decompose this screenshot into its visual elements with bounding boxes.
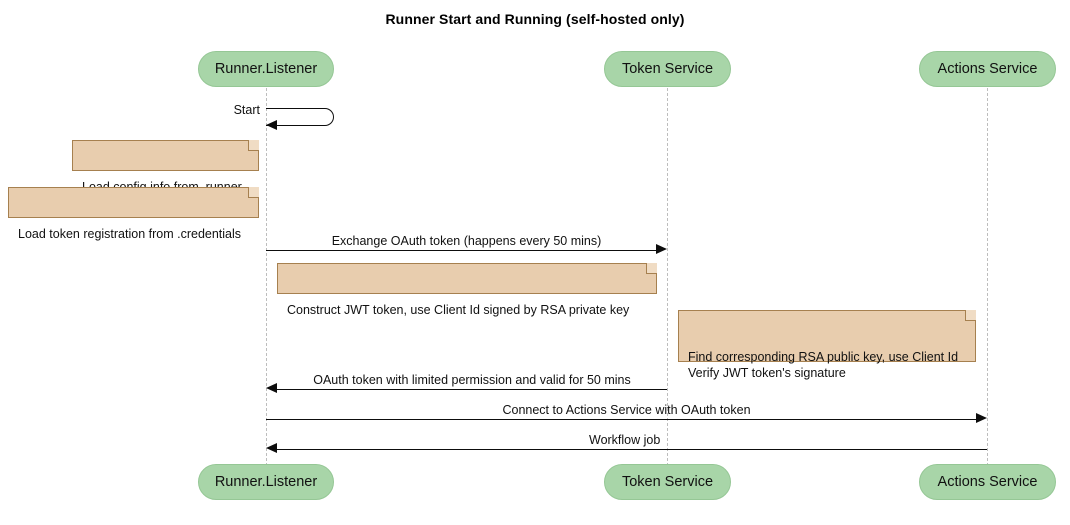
participant-runner-listener-top[interactable]: Runner.Listener	[198, 51, 334, 87]
participant-actions-service-bottom[interactable]: Actions Service	[919, 464, 1056, 500]
note-load-config: Load config info from .runner	[72, 140, 259, 194]
participant-label: Token Service	[621, 474, 714, 490]
participant-label: Actions Service	[937, 61, 1038, 77]
arrowhead-workflow-job	[266, 443, 277, 453]
note-fold-corner-icon	[646, 263, 657, 274]
arrowhead-start	[266, 120, 277, 130]
lifeline-actions-service	[987, 88, 988, 466]
participant-runner-listener-bottom[interactable]: Runner.Listener	[198, 464, 334, 500]
note-construct-jwt: Construct JWT token, use Client Id signe…	[277, 263, 657, 317]
message-label-workflow-job: Workflow job	[589, 433, 661, 447]
lifeline-runner-listener	[266, 88, 267, 466]
message-label-oauth-return: OAuth token with limited permission and …	[313, 373, 631, 387]
note-text: Find corresponding RSA public key, use C…	[688, 350, 959, 380]
participant-label: Runner.Listener	[214, 61, 318, 77]
message-line-exchange-oauth[interactable]	[266, 250, 656, 251]
note-fold-corner-icon	[248, 140, 259, 151]
note-fold-corner-icon	[965, 310, 976, 321]
note-fold-corner-icon	[248, 187, 259, 198]
participant-label: Token Service	[621, 61, 714, 77]
arrowhead-exchange-oauth	[656, 244, 667, 254]
message-line-oauth-return[interactable]	[277, 389, 667, 390]
participant-label: Actions Service	[937, 474, 1038, 490]
message-line-workflow-job[interactable]	[277, 449, 987, 450]
lifeline-token-service	[667, 88, 668, 466]
note-verify-jwt: Find corresponding RSA public key, use C…	[678, 310, 976, 380]
participant-token-service-bottom[interactable]: Token Service	[604, 464, 731, 500]
participant-actions-service-top[interactable]: Actions Service	[919, 51, 1056, 87]
arrowhead-connect-actions	[976, 413, 987, 423]
note-text: Construct JWT token, use Client Id signe…	[287, 303, 630, 317]
message-label-exchange-oauth: Exchange OAuth token (happens every 50 m…	[331, 234, 602, 248]
diagram-title: Runner Start and Running (self-hosted on…	[385, 11, 685, 27]
message-label-connect-actions: Connect to Actions Service with OAuth to…	[502, 403, 751, 417]
participant-label: Runner.Listener	[214, 474, 318, 490]
arrowhead-oauth-return	[266, 383, 277, 393]
message-label-start: Start	[233, 103, 260, 117]
message-line-connect-actions[interactable]	[266, 419, 976, 420]
message-self-start[interactable]	[266, 108, 334, 126]
note-text: Load token registration from .credential…	[18, 227, 242, 241]
note-load-token-registration: Load token registration from .credential…	[8, 187, 259, 241]
participant-token-service-top[interactable]: Token Service	[604, 51, 731, 87]
